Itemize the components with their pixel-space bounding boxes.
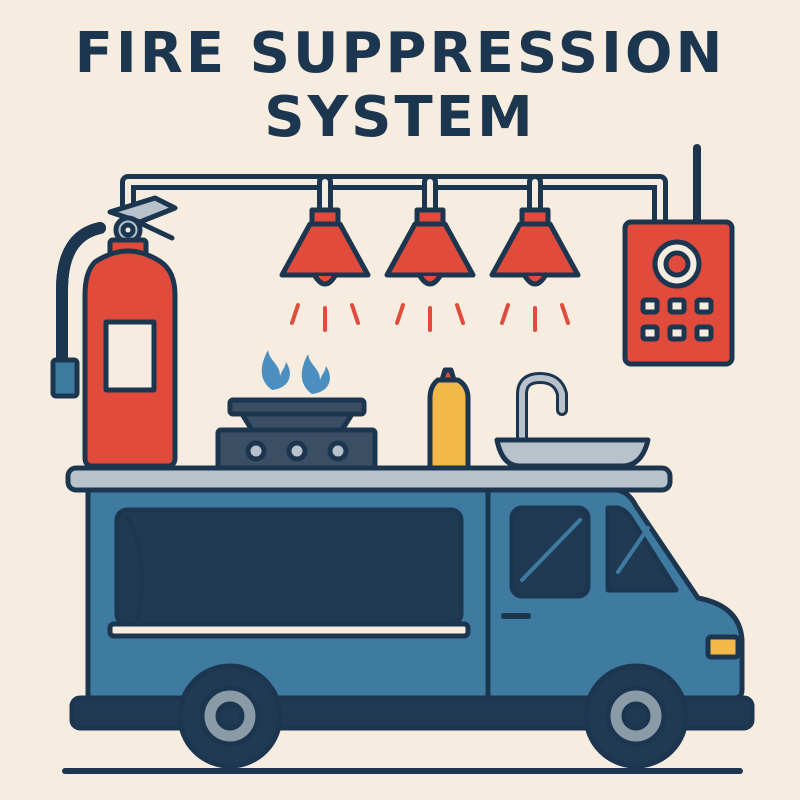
pan-icon [227,397,367,433]
fire-extinguisher-icon [50,195,178,469]
pipe-network [120,174,668,230]
sprinkler-nozzle-icon [279,207,371,287]
wheel-icon [583,663,689,769]
spray-lines [290,303,570,332]
stove-icon [215,427,378,471]
wheel-icon [177,663,283,769]
control-panel-icon [622,144,735,367]
title-line-2: SYSTEM [264,85,536,150]
faucet-icon [516,372,568,446]
counter [65,465,673,493]
title-line-1: FIRE SUPPRESSION [74,21,726,86]
sink-icon [494,437,651,469]
food-truck-icon [69,487,755,731]
flame-icon [261,350,330,394]
sprinkler-nozzle-icon [489,207,581,287]
sauce-bottle-icon [427,367,471,471]
sprinkler-nozzle-icon [384,207,476,287]
